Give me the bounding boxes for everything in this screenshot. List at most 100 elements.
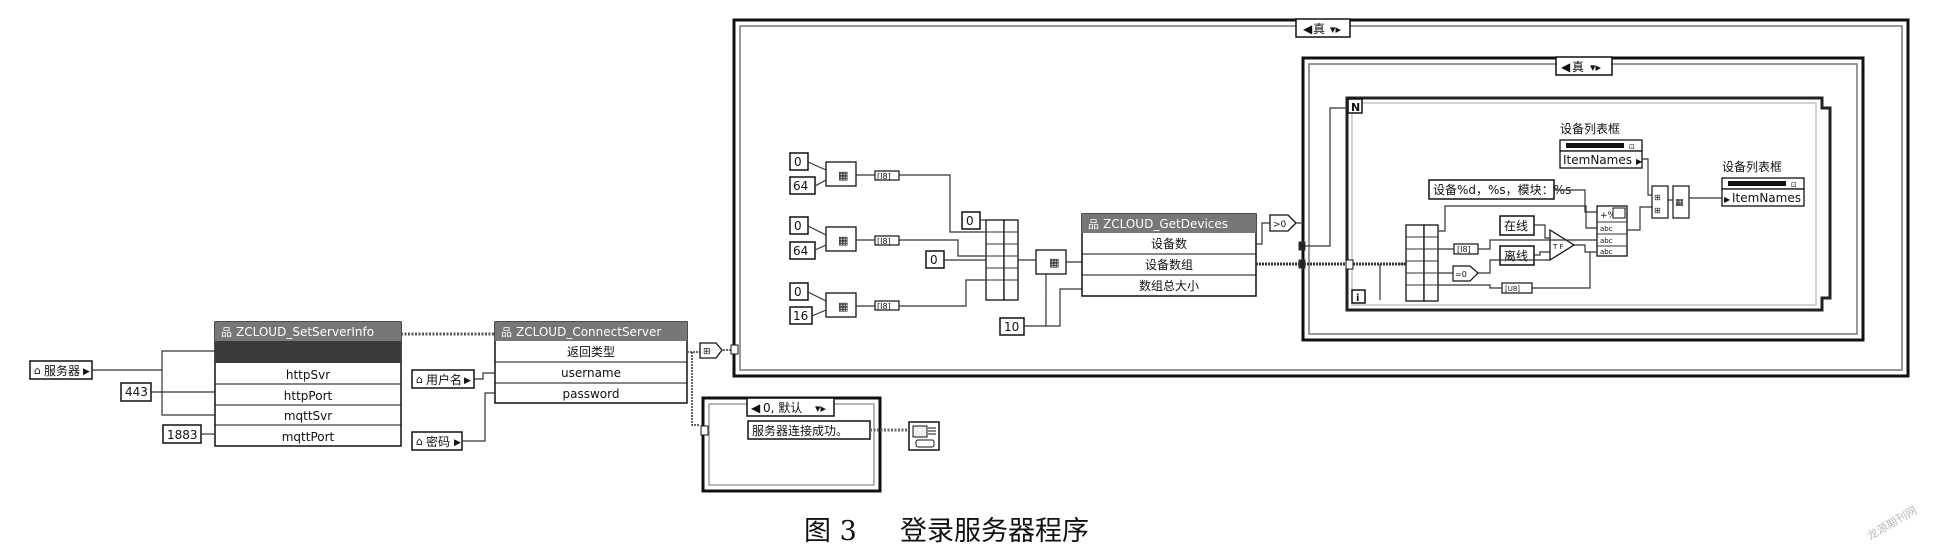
online-constant[interactable]: 在线 — [1499, 215, 1535, 236]
svg-text:▾▸: ▾▸ — [1330, 23, 1342, 36]
http-port-value: 443 — [125, 385, 148, 399]
watermark: 龙源期刊网 — [1865, 503, 1920, 543]
terminal-array-size: 数组总大小 — [1139, 278, 1199, 293]
svg-text:0: 0 — [930, 253, 938, 267]
svg-text:◀: ◀ — [1561, 60, 1571, 74]
http-port-constant[interactable]: 443 — [120, 382, 152, 402]
error-unbundle-node: ⊞ — [699, 342, 739, 359]
mqtt-port-constant[interactable]: 1883 — [162, 424, 202, 444]
svg-text:▶: ▶ — [1724, 195, 1731, 204]
svg-text:abc: abc — [1600, 225, 1613, 233]
svg-text:abc: abc — [1600, 237, 1613, 245]
username-control-label: 用户名 — [426, 372, 462, 387]
svg-text:▶: ▶ — [464, 376, 471, 386]
terminal-password: password — [563, 387, 620, 401]
password-control[interactable]: ⌂ 密码 ▶ — [411, 431, 463, 451]
outer-case-selector-label: ◀ — [1303, 22, 1313, 36]
get-devices-node[interactable]: 品 ZCLOUD_GetDevices 设备数 设备数组 数组总大小 — [1081, 213, 1257, 297]
svg-text:▦: ▦ — [838, 169, 848, 182]
svg-text:⌂: ⌂ — [416, 373, 423, 386]
svg-text:⊞: ⊞ — [1654, 206, 1661, 215]
success-message-constant: 服务器连接成功。 — [752, 423, 848, 438]
connect-server-title: ZCLOUD_ConnectServer — [516, 325, 661, 339]
listbox-read-property: ItemNames — [1563, 153, 1632, 167]
svg-text:▦: ▦ — [1049, 256, 1059, 269]
figure-title: 登录服务器程序 — [900, 516, 1089, 547]
connect-server-node[interactable]: 品 ZCLOUD_ConnectServer 返回类型 username pas… — [494, 321, 688, 404]
format-into-string-node: +% abc abc abc — [1596, 205, 1628, 257]
inner-case-structure: ◀ 真 ▾▸ — [1301, 56, 1865, 342]
unbundle-by-name — [1405, 224, 1439, 302]
svg-text:⌂: ⌂ — [416, 435, 423, 448]
svg-text:在线: 在线 — [1504, 219, 1528, 233]
svg-text:[I8]: [I8] — [877, 237, 891, 246]
set-server-info-title: ZCLOUD_SetServerInfo — [236, 325, 374, 339]
build-array-node: ⊞ ⊞ ▦ — [1642, 158, 1722, 219]
select-node: T F — [1549, 228, 1576, 262]
svg-text:+%: +% — [1600, 211, 1617, 221]
svg-text:[U8]: [U8] — [1505, 285, 1520, 293]
svg-text:◀: ◀ — [751, 401, 761, 415]
loop-iteration-terminal: i — [1356, 293, 1359, 304]
terminal-mqttPort: mqttPort — [282, 430, 335, 444]
svg-text:abc: abc — [1600, 248, 1613, 256]
server-control[interactable]: ⌂ 服务器 ▶ — [29, 360, 93, 380]
loop-count-terminal: N — [1351, 101, 1360, 114]
default-case-selector[interactable]: 0, 默认 — [763, 400, 802, 415]
terminal-device-array: 设备数组 — [1145, 257, 1193, 272]
wires-left — [92, 332, 734, 442]
set-server-info-node[interactable]: 品 ZCLOUD_SetServerInfo httpSvr httpPort … — [214, 321, 402, 447]
svg-text:离线: 离线 — [1504, 248, 1528, 263]
terminal-mqttSvr: mqttSvr — [284, 409, 332, 423]
svg-text:▶: ▶ — [1636, 157, 1643, 166]
svg-text:[I8]: [I8] — [877, 172, 891, 181]
svg-text:▶: ▶ — [454, 438, 461, 448]
offline-constant[interactable]: 离线 — [1499, 245, 1535, 266]
bundle-cluster: 0 0 ▦ — [899, 174, 1093, 307]
svg-text:16: 16 — [793, 309, 808, 323]
svg-text:▦: ▦ — [838, 234, 848, 247]
svg-text:品: 品 — [221, 326, 232, 339]
listbox-property-read[interactable]: 设备列表框 ⊡ ItemNames ▶ — [1559, 122, 1643, 169]
small-conversion-nodes: [I8] =0 [U8] — [1452, 243, 1533, 294]
svg-text:[I8]: [I8] — [1457, 245, 1471, 254]
figure-number: 图 3 — [804, 516, 857, 547]
outer-case-structure: ◀ 真 ▾▸ — [732, 18, 1910, 378]
svg-text:⊞: ⊞ — [703, 347, 711, 357]
for-loop: N i — [1345, 96, 1832, 312]
svg-text:0: 0 — [966, 214, 974, 228]
svg-text:T F: T F — [1552, 243, 1564, 251]
format-string-constant[interactable]: 设备%d，%s，模块：%s — [1428, 179, 1571, 200]
constant-10[interactable]: 10 — [999, 274, 1093, 336]
message-dialog-icon[interactable] — [908, 421, 940, 451]
svg-text:=0: =0 — [1455, 270, 1467, 279]
svg-text:⊞: ⊞ — [1654, 193, 1661, 202]
svg-text:⊡: ⊡ — [1791, 181, 1797, 189]
svg-text:⊡: ⊡ — [1629, 143, 1635, 151]
listbox-read-label: 设备列表框 — [1560, 122, 1620, 136]
svg-text:▾▸: ▾▸ — [815, 402, 827, 415]
terminal-username: username — [561, 366, 621, 380]
outer-case-selector[interactable]: 真 — [1313, 22, 1325, 36]
svg-text:▦: ▦ — [1675, 198, 1684, 208]
server-control-label: 服务器 — [44, 363, 80, 378]
svg-text:品: 品 — [1088, 218, 1099, 231]
svg-text:设备%d，%s，模块：%s: 设备%d，%s，模块：%s — [1433, 183, 1571, 197]
array-init-group-2: 0 64 ▦ [I8] — [789, 216, 900, 260]
wires-devices — [1256, 107, 1406, 270]
terminal-return-type: 返回类型 — [567, 345, 615, 359]
svg-text:品: 品 — [501, 326, 512, 339]
svg-text:0: 0 — [794, 285, 802, 299]
inner-case-selector[interactable]: 真 — [1572, 60, 1584, 74]
password-control-label: 密码 — [426, 434, 450, 449]
get-devices-title: ZCLOUD_GetDevices — [1103, 217, 1228, 231]
listbox-property-write[interactable]: 设备列表框 ⊡ ▶ ItemNames — [1721, 160, 1805, 207]
terminal-httpPort: httpPort — [284, 389, 333, 403]
array-init-group-1: 0 64 ▦ [I8] — [789, 152, 900, 195]
svg-text:[I8]: [I8] — [877, 302, 891, 311]
username-control[interactable]: ⌂ 用户名 ▶ — [411, 369, 475, 389]
greater-than-zero-node: >0 — [1256, 214, 1303, 245]
terminal-device-count: 设备数 — [1151, 236, 1187, 251]
terminal-httpSvr: httpSvr — [286, 368, 330, 382]
